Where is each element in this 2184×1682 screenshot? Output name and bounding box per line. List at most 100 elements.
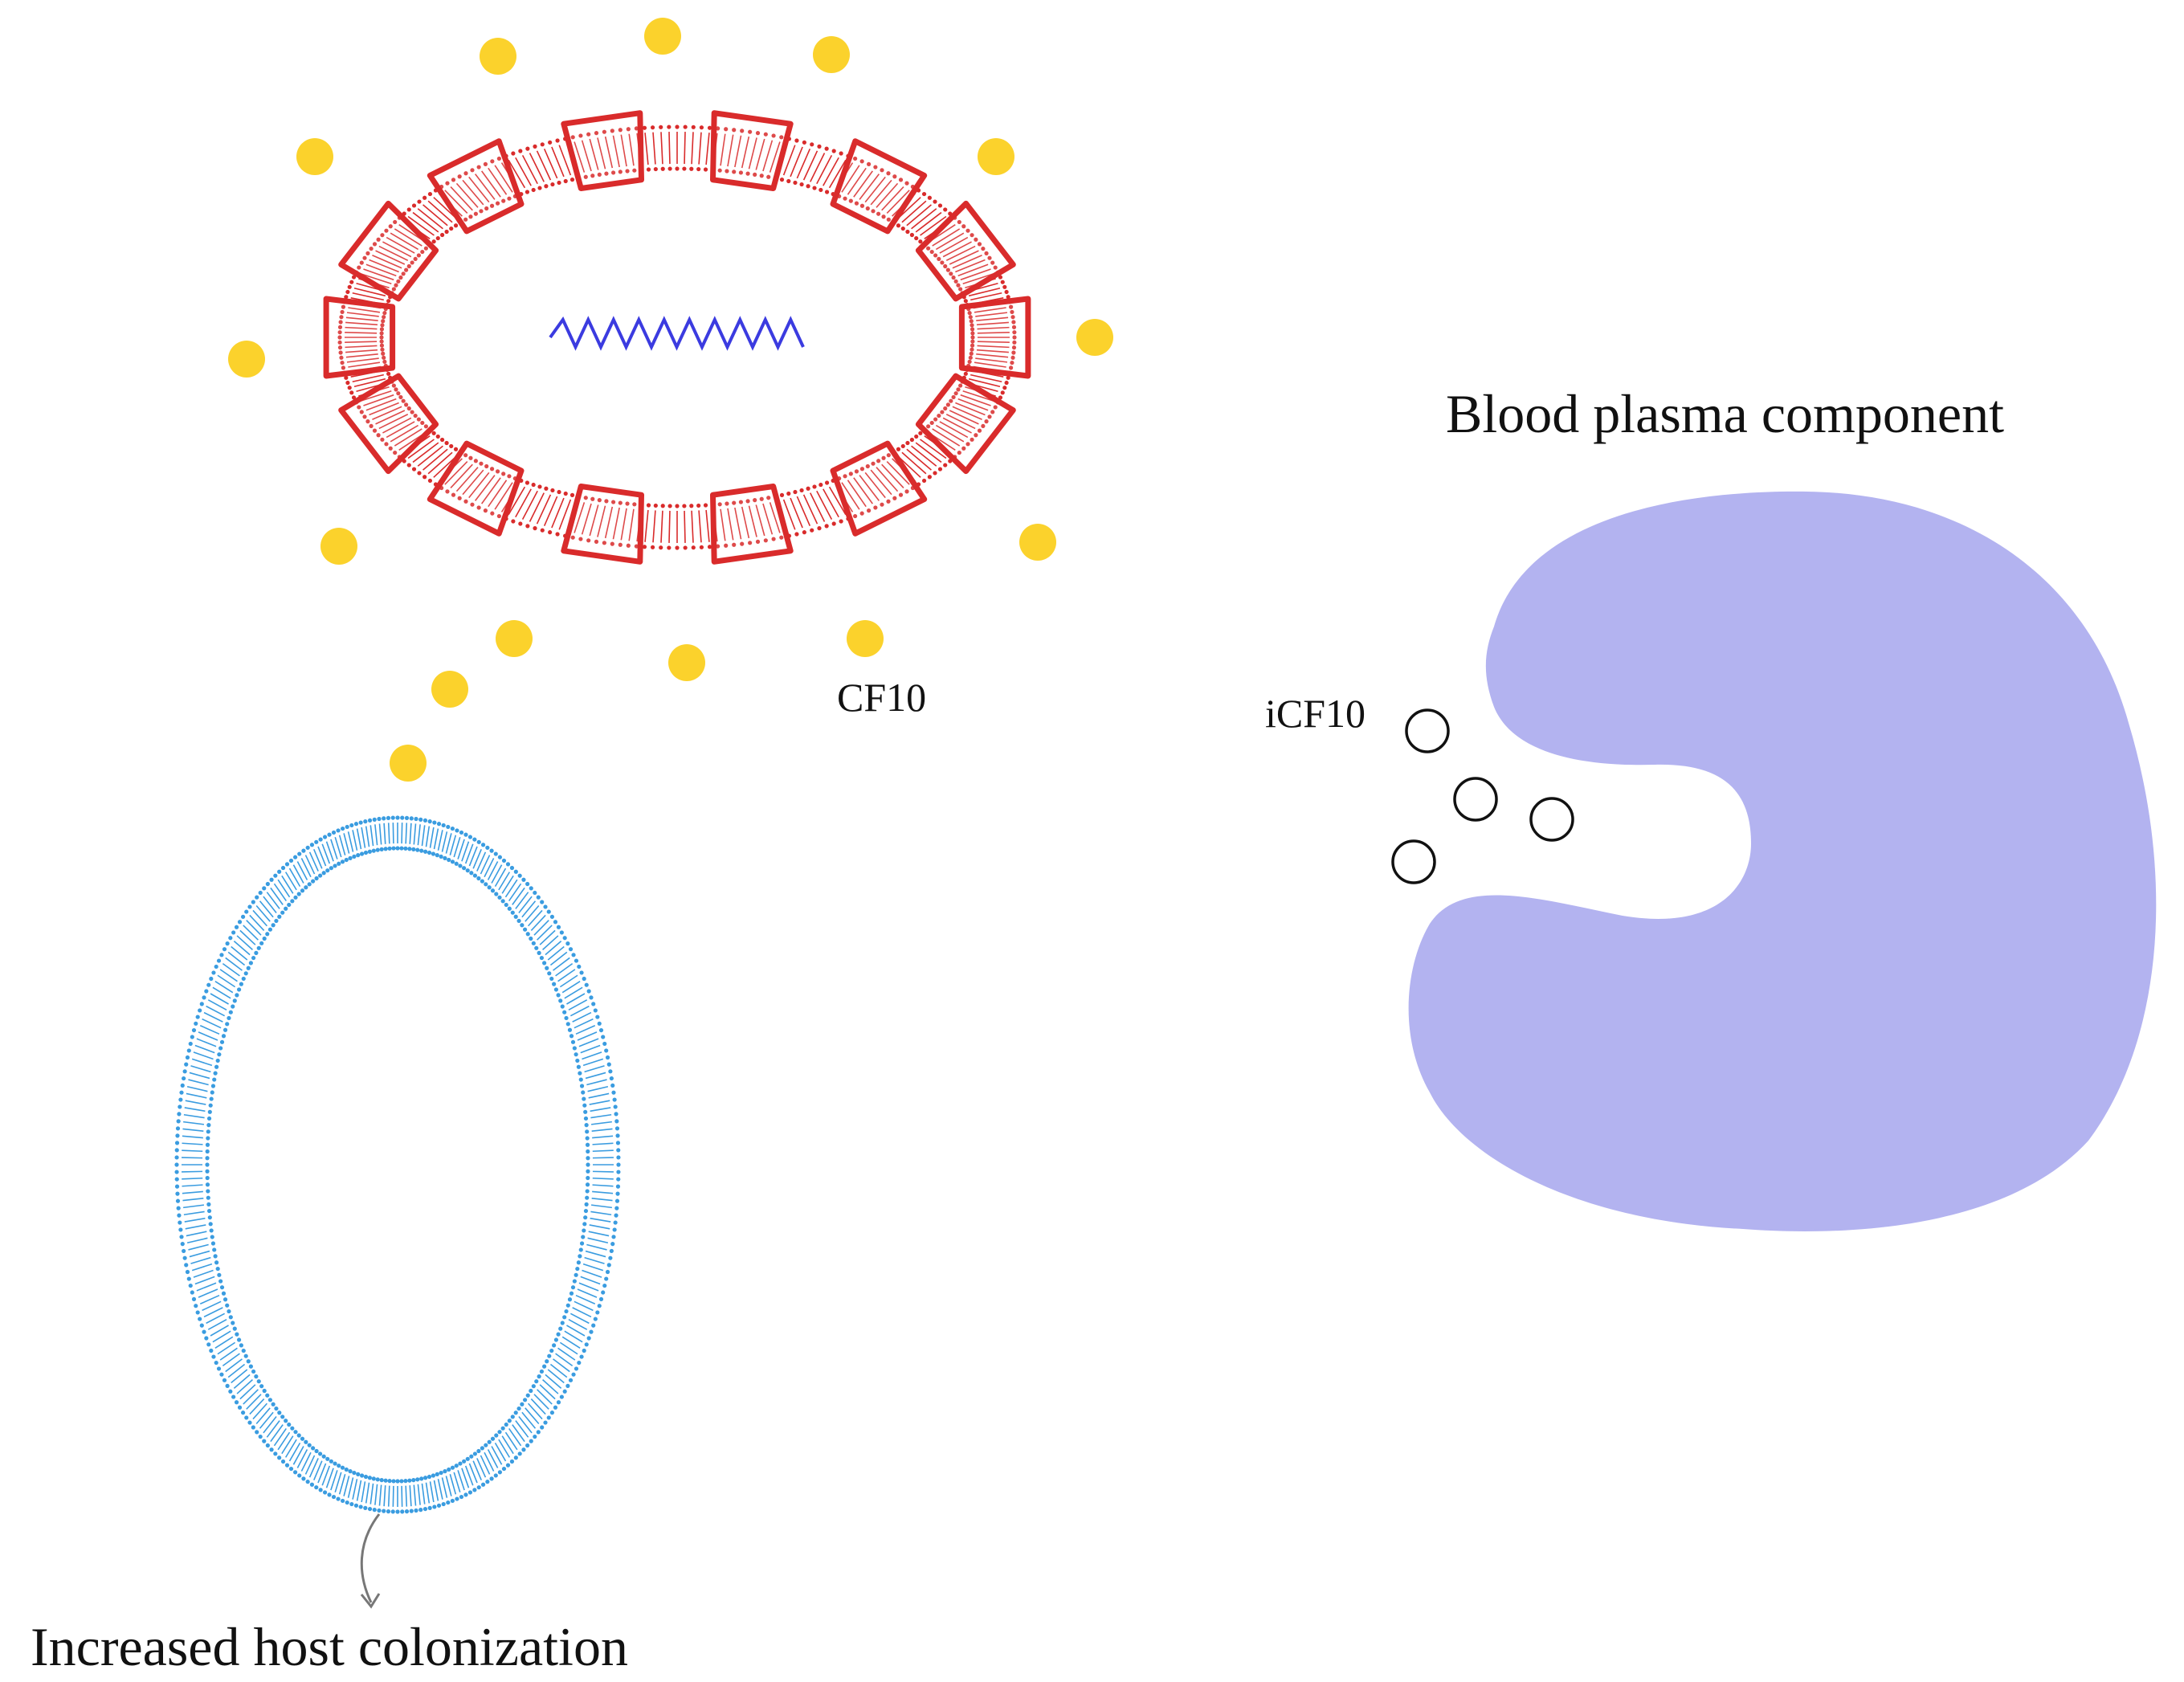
recipient-lipid-tail [188,1079,209,1086]
donor-lipid-tail [536,494,552,525]
donor-lipid-head-outer [977,428,982,433]
recipient-lipid-tail [352,830,358,851]
recipient-lipid-head-outer [175,1191,180,1196]
donor-lipid-head-inner [970,343,975,348]
recipient-lipid-head-outer [382,816,386,821]
recipient-lipid-head-outer [525,1443,530,1448]
donor-lipid-tail [864,472,886,499]
donor-lipid-head-outer [372,428,378,433]
recipient-lipid-head-outer [182,1248,186,1254]
donor-lipid-tail [412,211,439,233]
donor-lipid-head-inner [926,424,931,429]
recipient-lipid-head-inner [296,1433,301,1438]
donor-lipid-head-outer [642,545,647,549]
recipient-lipid-tail [374,824,378,846]
recipient-lipid-head-outer [568,947,574,952]
recipient-lipid-tail [284,1439,297,1458]
recipient-lipid-tail [347,831,354,852]
donor-lipid-tail [748,505,757,537]
recipient-lipid-head-outer [593,1317,598,1321]
recipient-lipid-head-outer [262,886,267,891]
recipient-lipid-tail [222,1353,240,1367]
recipient-lipid-tail [592,1142,614,1145]
donor-lipid-head-outer [831,521,836,526]
recipient-lipid-tail [575,1294,596,1305]
recipient-lipid-tail [484,858,495,878]
donor-lipid-tail [508,159,526,189]
recipient-lipid-tail [246,1394,262,1410]
recipient-lipid-head-inner [575,1058,580,1063]
donor-lipid-head-outer [1010,355,1015,360]
recipient-lipid-tail [547,945,565,961]
recipient-lipid-tail [577,1288,598,1298]
donor-lipid-tail [668,132,671,165]
recipient-lipid-head-inner [217,1272,222,1277]
donor-lipid-head-outer [699,545,704,549]
donor-lipid-head-inner [625,501,630,506]
recipient-lipid-head-inner [243,971,248,976]
recipient-lipid-head-inner [395,1479,400,1484]
recipient-lipid-head-outer [186,1276,191,1281]
donor-lipid-head-inner [703,167,708,172]
recipient-lipid-head-inner [207,1215,212,1220]
donor-lipid-head-outer [525,146,530,151]
recipient-lipid-head-inner [290,899,295,904]
donor-lipid-head-inner [398,275,403,280]
recipient-lipid-tail [270,1424,284,1443]
recipient-lipid-tail [441,1477,448,1498]
donor-lipid-head-outer [771,537,776,541]
recipient-lipid-tail [582,1058,604,1067]
recipient-lipid-head-outer [377,1508,382,1513]
donor-lipid-tail [551,146,565,178]
recipient-lipid-head-outer [497,855,503,859]
donor-lipid-head-inner [381,319,386,324]
donor-lipid-head-inner [717,502,722,507]
recipient-lipid-head-outer [432,820,437,825]
recipient-lipid-head-inner [578,1077,583,1082]
donor-lipid-head-inner [969,319,974,324]
donor-lipid-tail [515,488,532,518]
recipient-lipid-tail [233,1374,251,1389]
recipient-lipid-head-outer [288,858,294,863]
membrane-protein-icon [710,484,794,565]
recipient-lipid-head-outer [404,1509,410,1514]
donor-lipid-head-outer [376,237,381,242]
donor-lipid-head-outer [1010,360,1014,365]
recipient-lipid-head-outer [345,824,349,830]
cf10-particle [978,138,1014,175]
recipient-lipid-tail [445,1476,452,1496]
recipient-lipid-head-inner [215,1266,220,1272]
recipient-lipid-head-inner [227,1015,231,1021]
donor-lipid-head-inner [410,410,414,414]
donor-lipid-head-outer [555,532,560,537]
donor-membrane-lipid-tails [345,132,1010,543]
recipient-lipid-head-inner [356,1472,361,1476]
donor-lipid-head-inner [479,209,484,214]
donor-lipid-tail [960,268,991,281]
recipient-lipid-head-outer [225,1383,230,1388]
donor-lipid-tail [382,241,412,258]
donor-lipid-head-outer [417,471,422,476]
recipient-lipid-head-outer [601,1290,606,1295]
donor-lipid-head-outer [594,131,599,136]
donor-lipid-head-outer [483,161,488,166]
recipient-lipid-head-outer [612,1097,617,1102]
recipient-lipid-tail [429,827,435,848]
donor-lipid-head-inner [929,249,934,255]
recipient-lipid-head-inner [340,859,345,864]
donor-lipid-tail [790,497,803,529]
donor-lipid-head-outer [904,181,909,186]
recipient-lipid-head-outer [327,1492,332,1497]
recipient-lipid-head-inner [462,866,467,871]
recipient-lipid-head-inner [206,1129,210,1134]
recipient-lipid-head-inner [585,1136,590,1141]
recipient-lipid-head-inner [300,888,305,893]
recipient-lipid-head-inner [547,971,552,976]
recipient-lipid-tail [553,1358,570,1373]
donor-lipid-head-outer [376,433,381,438]
recipient-lipid-head-outer [280,865,286,871]
recipient-lipid-tail [592,1177,614,1180]
donor-lipid-head-inner [406,263,411,269]
donor-lipid-head-inner [439,437,445,443]
recipient-lipid-head-outer [579,1354,584,1359]
